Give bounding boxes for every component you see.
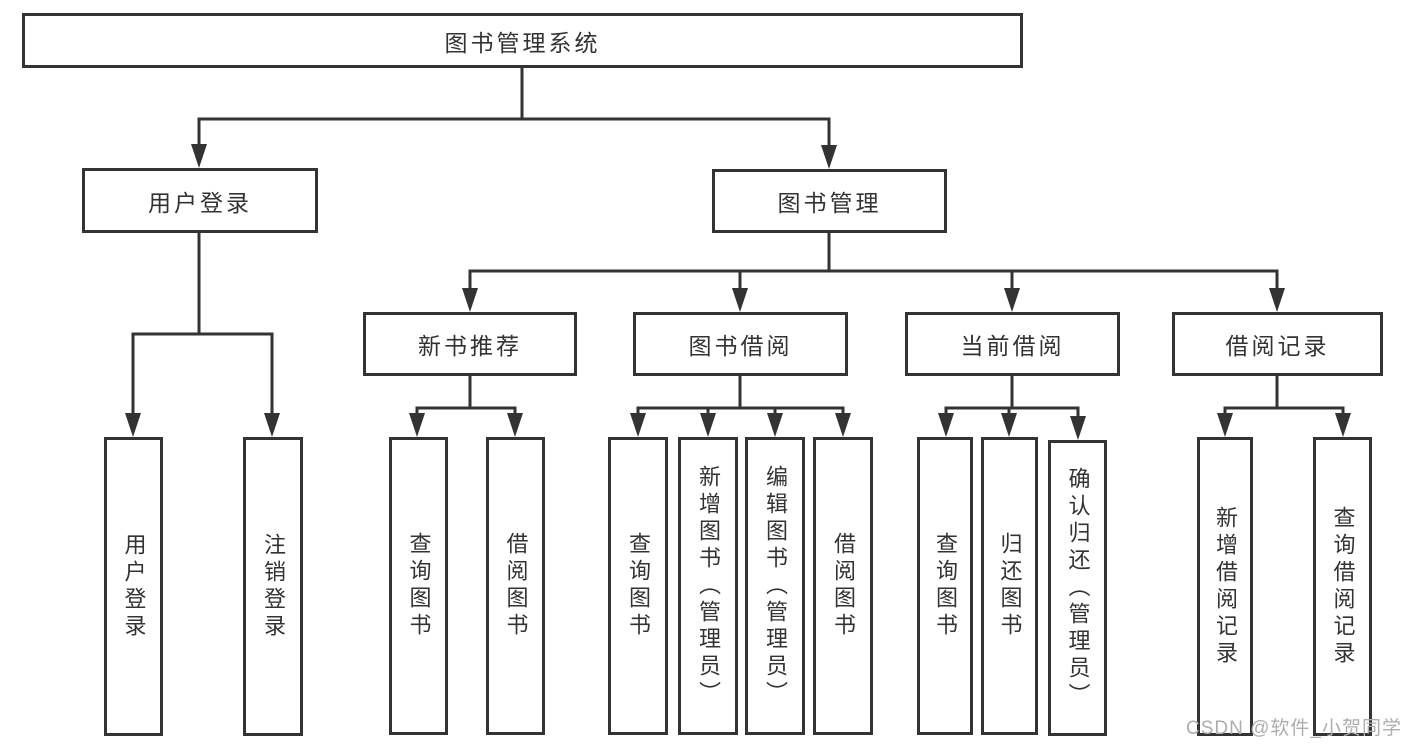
- node-borrowing-records: 借阅记录: [1172, 312, 1383, 376]
- leaf-confirm-return-admin: 确认归还（管理员）: [1048, 440, 1107, 736]
- leaf-query-books-current: 查询图书: [917, 437, 973, 735]
- leaf-user-login: 用户登录: [104, 437, 163, 736]
- leaf-return-books: 归还图书: [981, 437, 1038, 735]
- leaf-logout: 注销登录: [243, 437, 303, 736]
- leaf-add-book-admin-label: 新增图书（管理员）: [696, 464, 721, 708]
- node-library-system: 图书管理系统: [22, 13, 1023, 68]
- leaf-edit-book-admin-label: 编辑图书（管理员）: [763, 464, 788, 708]
- leaf-confirm-return-admin-label: 确认归还（管理员）: [1065, 466, 1091, 710]
- node-user-login: 用户登录: [82, 168, 318, 233]
- node-book-management: 图书管理: [712, 169, 947, 233]
- leaf-query-borrow-record: 查询借阅记录: [1313, 437, 1372, 736]
- node-book-borrowing: 图书借阅: [633, 312, 848, 376]
- leaf-borrow-books-borrowing: 借阅图书: [813, 437, 873, 735]
- leaf-edit-book-admin: 编辑图书（管理员）: [745, 437, 805, 735]
- node-current-borrowing: 当前借阅: [905, 312, 1120, 376]
- leaf-logout-label: 注销登录: [261, 532, 286, 641]
- leaf-query-books-recommend: 查询图书: [389, 437, 448, 735]
- leaf-query-books-borrowing: 查询图书: [608, 437, 668, 735]
- leaf-query-borrow-record-label: 查询借阅记录: [1330, 505, 1356, 668]
- leaf-add-borrow-record: 新增借阅记录: [1197, 437, 1253, 736]
- leaf-borrow-books-recommend-label: 借阅图书: [503, 532, 529, 640]
- csdn-watermark: CSDN @软件_小贺同学: [1186, 718, 1402, 739]
- leaf-query-books-current-label: 查询图书: [933, 532, 958, 640]
- leaf-user-login-label: 用户登录: [121, 532, 147, 641]
- leaf-add-book-admin: 新增图书（管理员）: [678, 437, 738, 735]
- node-new-book-recommend: 新书推荐: [363, 312, 577, 376]
- leaf-query-books-borrowing-label: 查询图书: [626, 532, 651, 640]
- leaf-query-books-recommend-label: 查询图书: [406, 532, 432, 640]
- leaf-return-books-label: 归还图书: [997, 532, 1023, 640]
- leaf-borrow-books-recommend: 借阅图书: [486, 437, 545, 735]
- leaf-add-borrow-record-label: 新增借阅记录: [1213, 505, 1238, 668]
- leaf-borrow-books-borrowing-label: 借阅图书: [831, 532, 856, 640]
